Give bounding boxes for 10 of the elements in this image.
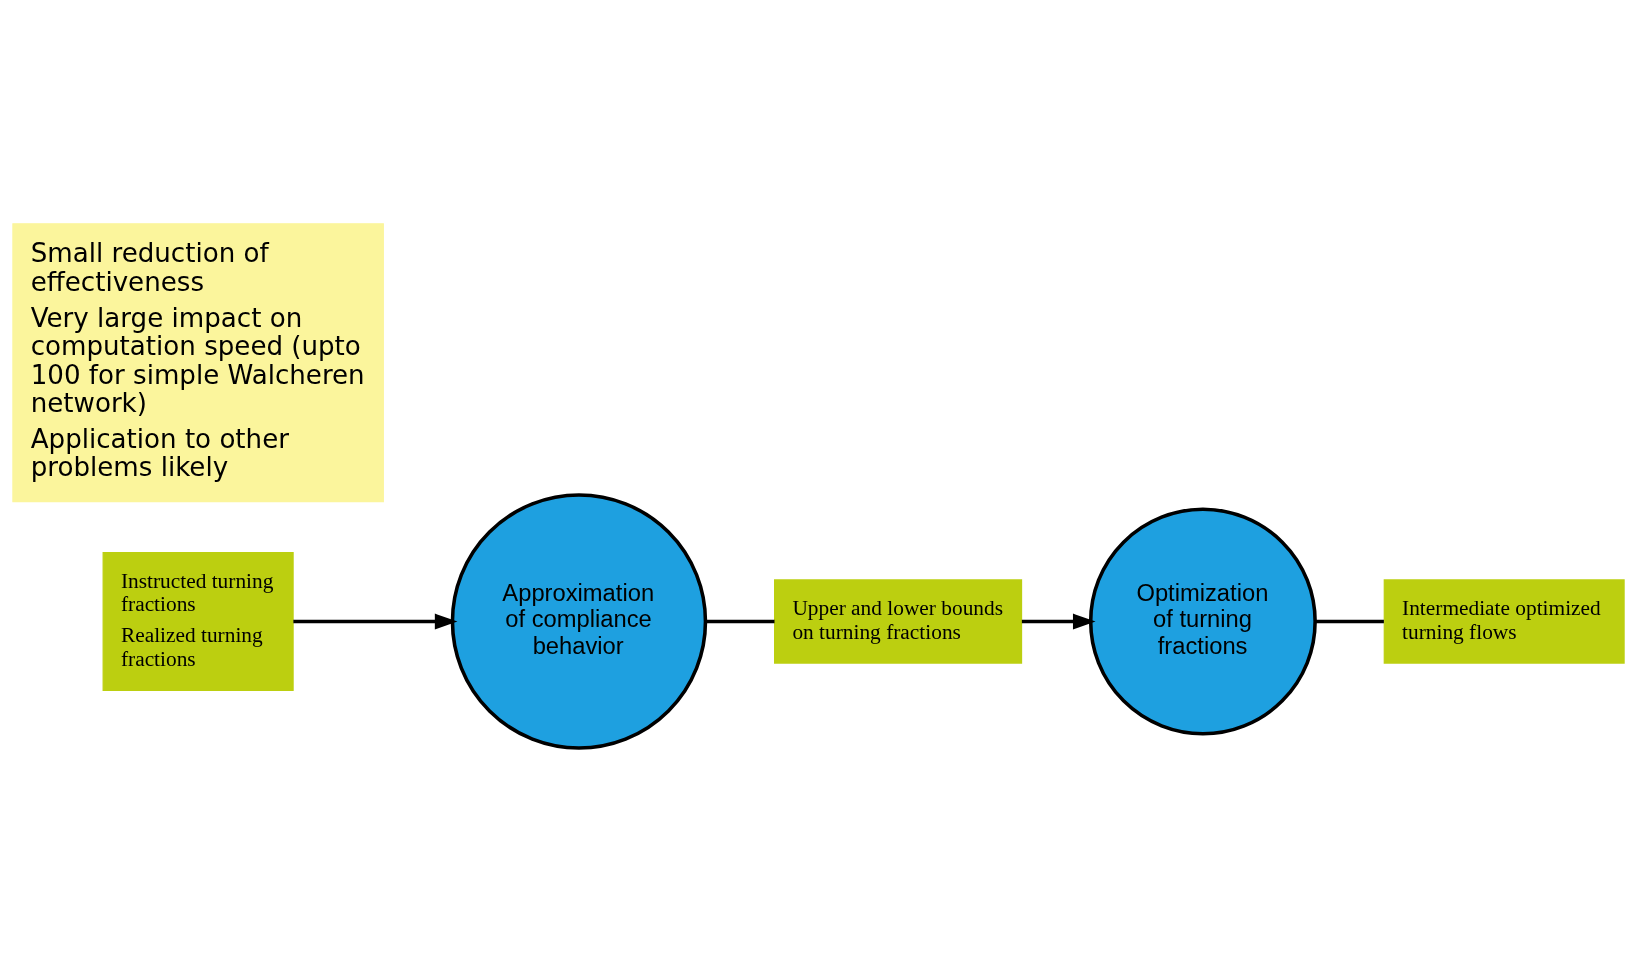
node-box: Intermediate optimized turning flows — [1383, 579, 1625, 664]
node-box: Upper and lower bounds on turning fractions — [774, 579, 1023, 664]
node-circle: Optimization of turning fractions — [1088, 507, 1317, 736]
arrow — [293, 613, 458, 630]
node-box: Instructed turning fractions Realized turning fractions — [102, 552, 294, 691]
node-circle: Approximation of compliance behavior — [450, 493, 708, 750]
connector — [705, 619, 775, 624]
node-box: Small reduction of effectiveness Very large impact on computation speed (upto 100 for simple Walcheren network) Application to other problems likely — [12, 223, 384, 503]
connector — [1315, 619, 1384, 624]
arrow — [1021, 613, 1096, 630]
